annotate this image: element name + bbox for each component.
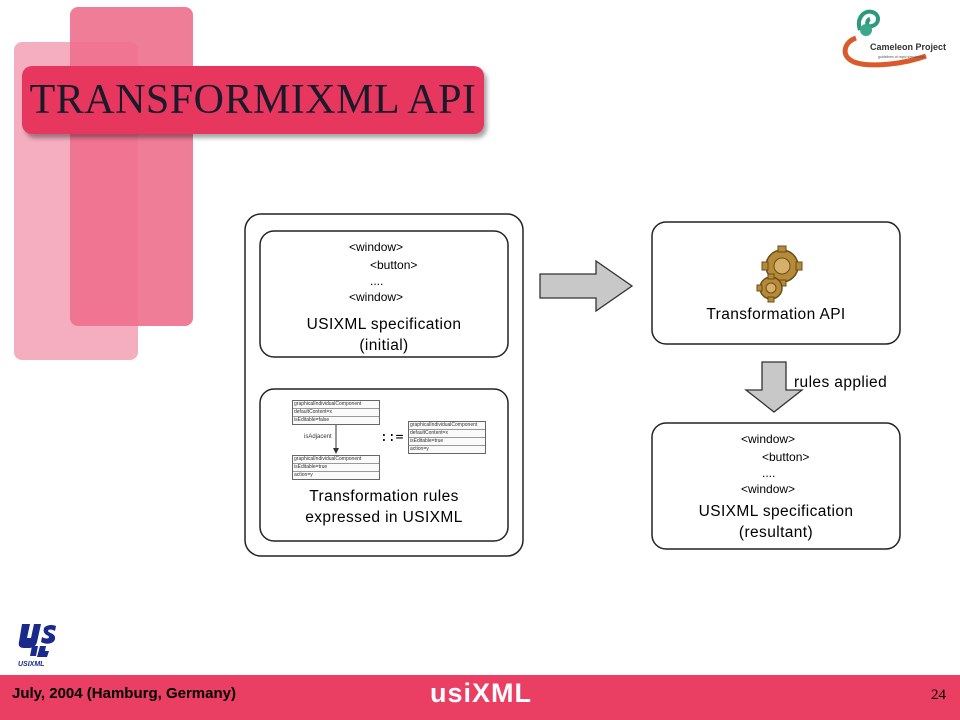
right-arrow bbox=[539, 259, 634, 313]
resultant-code-line-4: <window> bbox=[741, 482, 796, 496]
initial-spec-caption-line-2: (initial) bbox=[359, 337, 409, 354]
initial-code-line-3: .... bbox=[370, 274, 384, 288]
initial-spec-caption-line-1: USIXML specification bbox=[306, 316, 462, 333]
uml-result-row-3: isEditable=true bbox=[409, 438, 485, 446]
initial-code-line-1: <window> bbox=[349, 240, 404, 254]
uml-adjacent-row-3: action=y bbox=[294, 472, 313, 478]
resultant-code-line-2: <button> bbox=[762, 450, 810, 464]
rules-applied-label: rules applied bbox=[794, 374, 888, 391]
uml-class-result: graphicalIndividualComponent defaultCont… bbox=[408, 421, 486, 454]
uml-class-source: graphicalIndividualComponent defaultCont… bbox=[292, 400, 380, 425]
cameleon-logo: Cameleon Project guidelines of rapid sim… bbox=[842, 9, 946, 68]
initial-spec-box bbox=[259, 230, 509, 358]
uml-adjacent-row-1: graphicalIndividualComponent bbox=[293, 456, 379, 464]
rules-caption: Transformation rules expressed in USIXML bbox=[260, 486, 508, 528]
cameleon-logo-text: Cameleon Project bbox=[870, 42, 946, 52]
uml-adjacent-row-2: isEditable=true bbox=[293, 464, 379, 472]
usixml-logo-text: USIXML bbox=[18, 661, 44, 668]
uml-source-row-2: defaultContent=x bbox=[293, 409, 379, 417]
decorative-bar-front bbox=[70, 7, 193, 326]
initial-spec-caption: USIXML specification (initial) bbox=[260, 314, 508, 356]
uml-result-row-1: graphicalIndividualComponent bbox=[409, 422, 485, 430]
rule-operator: ::= bbox=[380, 430, 404, 445]
resultant-code-line-1: <window> bbox=[741, 432, 796, 446]
uml-class-adjacent: graphicalIndividualComponent isEditable=… bbox=[292, 455, 380, 480]
down-arrow bbox=[744, 361, 804, 413]
resultant-spec-caption-line-1: USIXML specification bbox=[698, 503, 854, 520]
initial-code-line-2: <button> bbox=[370, 258, 418, 272]
resultant-spec-caption: USIXML specification (resultant) bbox=[652, 501, 900, 543]
cameleon-logo-subtitle: guidelines of rapid simulations bbox=[878, 55, 925, 59]
resultant-spec-caption-line-2: (resultant) bbox=[738, 524, 814, 541]
footer-date: July, 2004 (Hamburg, Germany) bbox=[12, 685, 236, 702]
uml-result-row-2: defaultContent=x bbox=[409, 430, 485, 438]
uml-connector-arrowhead bbox=[333, 448, 339, 454]
resultant-spec-box bbox=[651, 422, 901, 550]
footer-bar: July, 2004 (Hamburg, Germany) usiXML 24 bbox=[0, 675, 960, 720]
footer-brand: usiXML bbox=[430, 678, 533, 708]
uml-source-row-3: isEditable=false bbox=[294, 417, 330, 423]
rules-caption-line-1: Transformation rules bbox=[309, 488, 459, 505]
gears-icon bbox=[756, 245, 803, 303]
uml-result-row-4: action=y bbox=[410, 446, 429, 452]
page-number: 24 bbox=[931, 687, 946, 703]
rules-caption-line-2: expressed in USIXML bbox=[305, 509, 463, 526]
resultant-code-line-3: .... bbox=[762, 466, 776, 480]
slide-title: TRANSFORMIXML API bbox=[29, 77, 477, 123]
uml-source-row-1: graphicalIndividualComponent bbox=[293, 401, 379, 409]
usixml-logo: USIXML bbox=[18, 624, 56, 668]
title-banner: TRANSFORMIXML API bbox=[22, 66, 484, 134]
api-caption: Transformation API bbox=[706, 306, 846, 323]
uml-relation-label: isAdjacent bbox=[304, 434, 332, 440]
initial-code-line-4: <window> bbox=[349, 290, 404, 304]
